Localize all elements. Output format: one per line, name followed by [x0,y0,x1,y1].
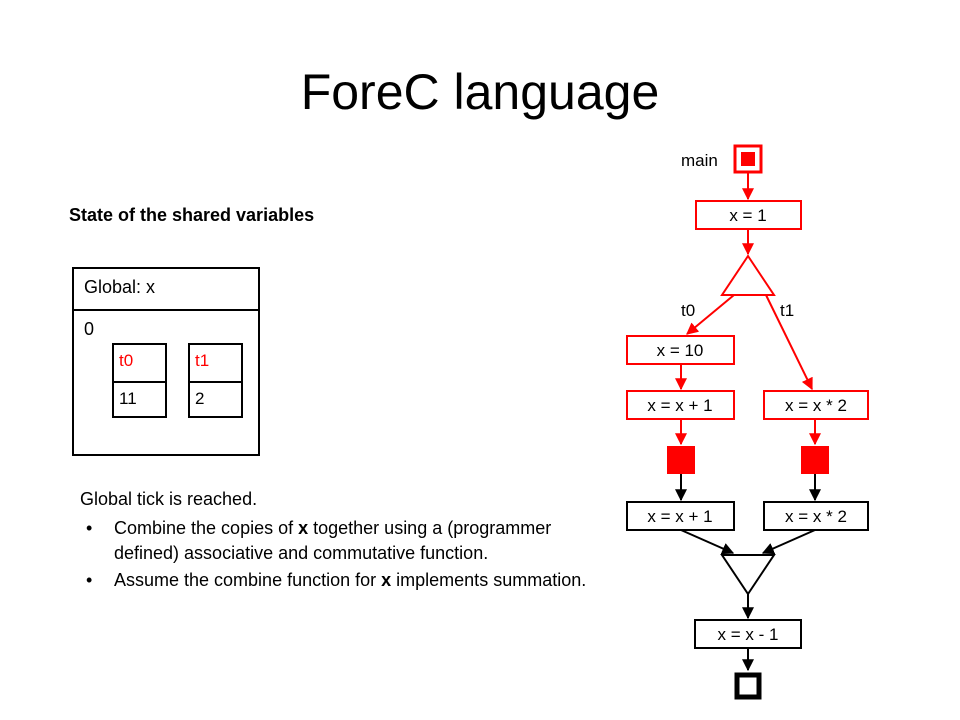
bullet-item-summation: • Assume the combine function for x imple… [80,568,600,593]
bullet-icon: • [86,570,93,590]
thread-copy-value: 11 [119,389,137,408]
forec-control-flow-graph: main x = 1 t0 t1 x = 10 x = x + 1 x = x … [626,144,869,700]
global-variable-name: Global: x [84,277,156,297]
node-t0-x-plus-1-a-box [626,390,735,420]
node-t1-x-times-2-b-box [763,501,869,531]
thread-copy-value: 2 [195,389,205,408]
bullet-text: implements summation. [391,570,587,590]
node-x-minus-1: x = x - 1 [718,625,779,644]
node-x-minus-1-box [694,619,802,649]
main-start-node-icon [733,144,763,174]
branch-t0-label: t0 [681,301,695,320]
main-start-node-fill [741,152,755,166]
bullet-text: Assume the combine function for [114,570,382,590]
edge-fork-to-t1 [765,294,813,391]
bullet-text: Combine the copies of [114,518,299,538]
join-triangle-icon [720,554,776,596]
edge-t0-to-join [680,529,735,555]
global-variable-box: Global: x 0 t0 11 t1 2 [72,267,260,456]
thread-copy-t1: t1 2 [188,343,243,418]
shared-variables-heading: State of the shared variables [69,205,315,225]
branch-t1-label: t1 [780,301,794,320]
node-t1-x-times-2-a-box [763,390,869,420]
thread-copy-label: t0 [119,351,134,370]
explanation-text: Global tick is reached. • Combine the cop… [80,487,600,595]
main-label: main [681,151,718,170]
bullet-item-combine: • Combine the copies of x together using … [80,516,600,566]
edge-t1-to-join [761,529,816,555]
bullet-text: together using a (programmer defined) as… [114,518,552,563]
node-x-eq-1: x = 1 [729,206,766,225]
node-t0-x-eq-10: x = 10 [657,341,704,360]
fork-triangle-icon [720,254,776,296]
thread-copy-header: t0 [114,345,165,383]
thread-copy-t0: t0 11 [112,343,167,418]
variable-name-bold: x [381,570,392,590]
bullet-icon: • [86,518,93,538]
bullet-list: • Combine the copies of x together using … [80,516,600,593]
thread-copy-label: t1 [195,351,210,370]
node-t0-x-plus-1-b-box [626,501,735,531]
node-t0-x-plus-1-b: x = x + 1 [647,507,712,526]
thread-copy-header: t1 [190,345,241,383]
tick-reached-text: Global tick is reached. [80,489,258,509]
main-end-node-icon [734,672,762,700]
node-t1-x-times-2-a: x = x * 2 [785,396,847,415]
global-variable-value: 0 [84,319,95,339]
edge-fork-to-t0 [686,294,735,335]
slide-title: ForeC language [300,64,660,120]
node-t1-x-times-2-b: x = x * 2 [785,507,847,526]
node-t0-x-plus-1-a: x = x + 1 [647,396,712,415]
variable-name-bold: x [298,518,309,538]
t0-pause-node-icon [667,446,695,474]
t1-pause-node-icon [801,446,829,474]
global-variable-header: Global: x [74,269,258,311]
